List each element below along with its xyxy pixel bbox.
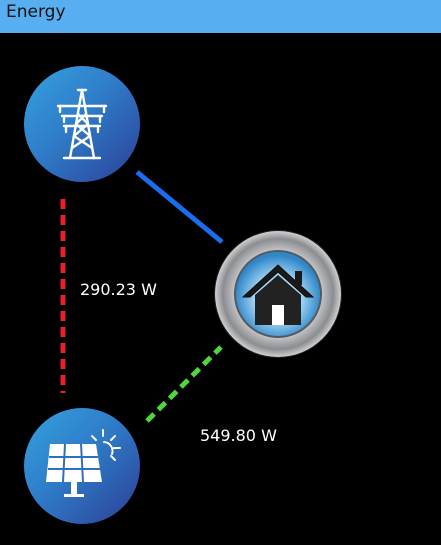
solar-home-flow-line <box>145 345 223 423</box>
window-title: Energy <box>6 2 66 22</box>
solar-panel-sun-icon <box>46 429 121 497</box>
flow-lines <box>60 170 224 423</box>
grid-solar-power-label: 290.23 W <box>80 280 157 299</box>
solar-node[interactable] <box>24 408 140 524</box>
energy-flow-canvas: 290.23 W 549.80 W <box>0 33 441 545</box>
home-node[interactable] <box>215 231 341 357</box>
grid-node[interactable] <box>24 66 140 182</box>
house-icon <box>234 250 322 338</box>
power-tower-icon <box>56 88 108 160</box>
solar-home-power-label: 549.80 W <box>200 426 277 445</box>
grid-home-flow-line <box>135 170 224 244</box>
title-bar: Energy <box>0 0 441 33</box>
